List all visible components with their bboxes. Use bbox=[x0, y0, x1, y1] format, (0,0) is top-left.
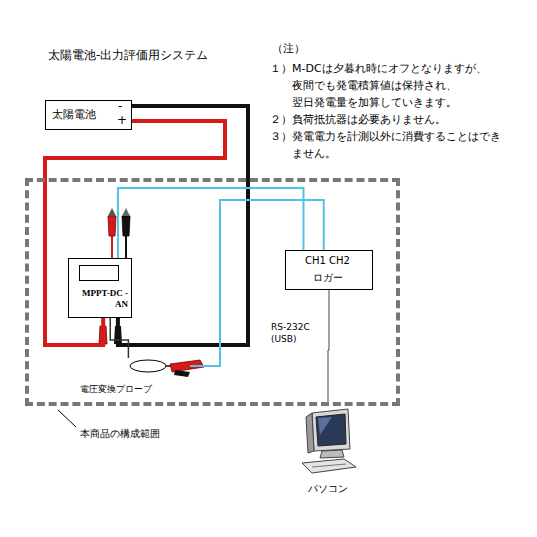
probe-body bbox=[78, 358, 190, 378]
positive-wire bbox=[45, 121, 225, 345]
logger-box: CH1 CH2 ロガー bbox=[285, 250, 373, 290]
title: 太陽電池-出力評価用システム bbox=[48, 47, 208, 64]
region-caption: 本商品の構成範囲 bbox=[80, 428, 160, 440]
terminal-mark: + bbox=[117, 113, 127, 127]
note-heading: （注） bbox=[272, 40, 305, 57]
mppt-dc-unit: MPPT-DC -AN bbox=[68, 258, 132, 318]
note-text: １）M-DCは夕暮れ時にオフとなりますが、 夜間でも発電積算値は保持され、 翌日… bbox=[270, 60, 510, 111]
note-text: ２）負荷抵抗器は必要ありません。 bbox=[270, 111, 510, 128]
negative-wire bbox=[118, 106, 248, 345]
node-label: ロガー bbox=[286, 272, 369, 284]
node-label: CH1 CH2 bbox=[286, 255, 369, 267]
note-text: ３）発電電力を計測以外に消費することはでき ません。 bbox=[270, 128, 510, 162]
node-label: 電圧変換プローブ bbox=[80, 384, 152, 395]
top-clips bbox=[108, 208, 130, 258]
leader-line bbox=[58, 410, 76, 427]
voltage-probe: 電圧変換プローブ bbox=[78, 358, 190, 398]
node-label: MPPT-DC -AN bbox=[72, 288, 128, 310]
cable-label: RS-232C (USB) bbox=[271, 322, 323, 345]
probe-lead bbox=[110, 318, 128, 358]
node-label: 太陽電池 bbox=[52, 108, 96, 121]
probe-clips bbox=[166, 360, 204, 377]
pc-icon: パソコン bbox=[298, 405, 358, 500]
terminal-mark: - bbox=[118, 99, 122, 113]
signal-cable bbox=[118, 188, 304, 258]
usb-cable bbox=[328, 290, 329, 405]
solar-panel-box: 太陽電池 -+ bbox=[45, 100, 132, 130]
node-label: パソコン bbox=[298, 483, 358, 495]
computer-icon bbox=[298, 405, 358, 479]
product-scope-region: 本商品の構成範囲MPPT-DC -ANCH1 CH2ロガー電圧変換プローブ bbox=[25, 178, 400, 406]
lcd-display bbox=[79, 265, 119, 281]
